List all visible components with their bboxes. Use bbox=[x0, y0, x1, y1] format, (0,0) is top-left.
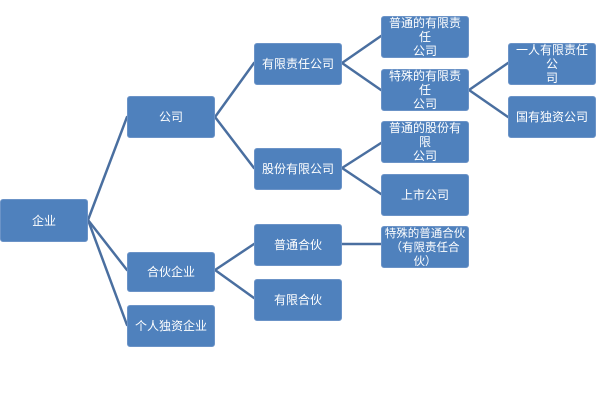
node-ordinary-llc: 普通的有限责任 公司 bbox=[381, 16, 469, 58]
node-joint-stock: 股份有限公司 bbox=[254, 148, 342, 190]
node-partnership: 合伙企业 bbox=[127, 252, 215, 292]
connector bbox=[86, 218, 129, 272]
node-general-partnership: 普通合伙 bbox=[254, 224, 342, 266]
node-company: 公司 bbox=[127, 96, 215, 138]
connector bbox=[213, 268, 256, 300]
connector bbox=[340, 141, 383, 170]
connector bbox=[340, 34, 383, 65]
node-ordinary-joint-stock: 普通的股份有限 公司 bbox=[381, 121, 469, 163]
node-limited-partnership: 有限合伙 bbox=[254, 279, 342, 321]
connector bbox=[467, 88, 510, 119]
connector bbox=[213, 115, 256, 170]
connector bbox=[213, 61, 256, 119]
node-one-person-llc: 一人有限责任公 司 bbox=[508, 43, 596, 85]
connector bbox=[213, 242, 256, 272]
connector bbox=[86, 115, 129, 222]
connector bbox=[467, 61, 510, 92]
connector bbox=[86, 218, 129, 327]
node-sole-proprietorship: 个人独资企业 bbox=[127, 305, 215, 347]
connector bbox=[340, 61, 383, 92]
connector bbox=[340, 166, 383, 196]
node-listed-company: 上市公司 bbox=[381, 174, 469, 216]
node-special-general-partnership: 特殊的普通合伙 （有限责任合伙） bbox=[381, 226, 469, 268]
node-llc: 有限责任公司 bbox=[254, 43, 342, 85]
node-enterprise: 企业 bbox=[0, 199, 88, 242]
node-state-owned-sole: 国有独资公司 bbox=[508, 96, 596, 138]
node-special-llc: 特殊的有限责任 公司 bbox=[381, 69, 469, 111]
